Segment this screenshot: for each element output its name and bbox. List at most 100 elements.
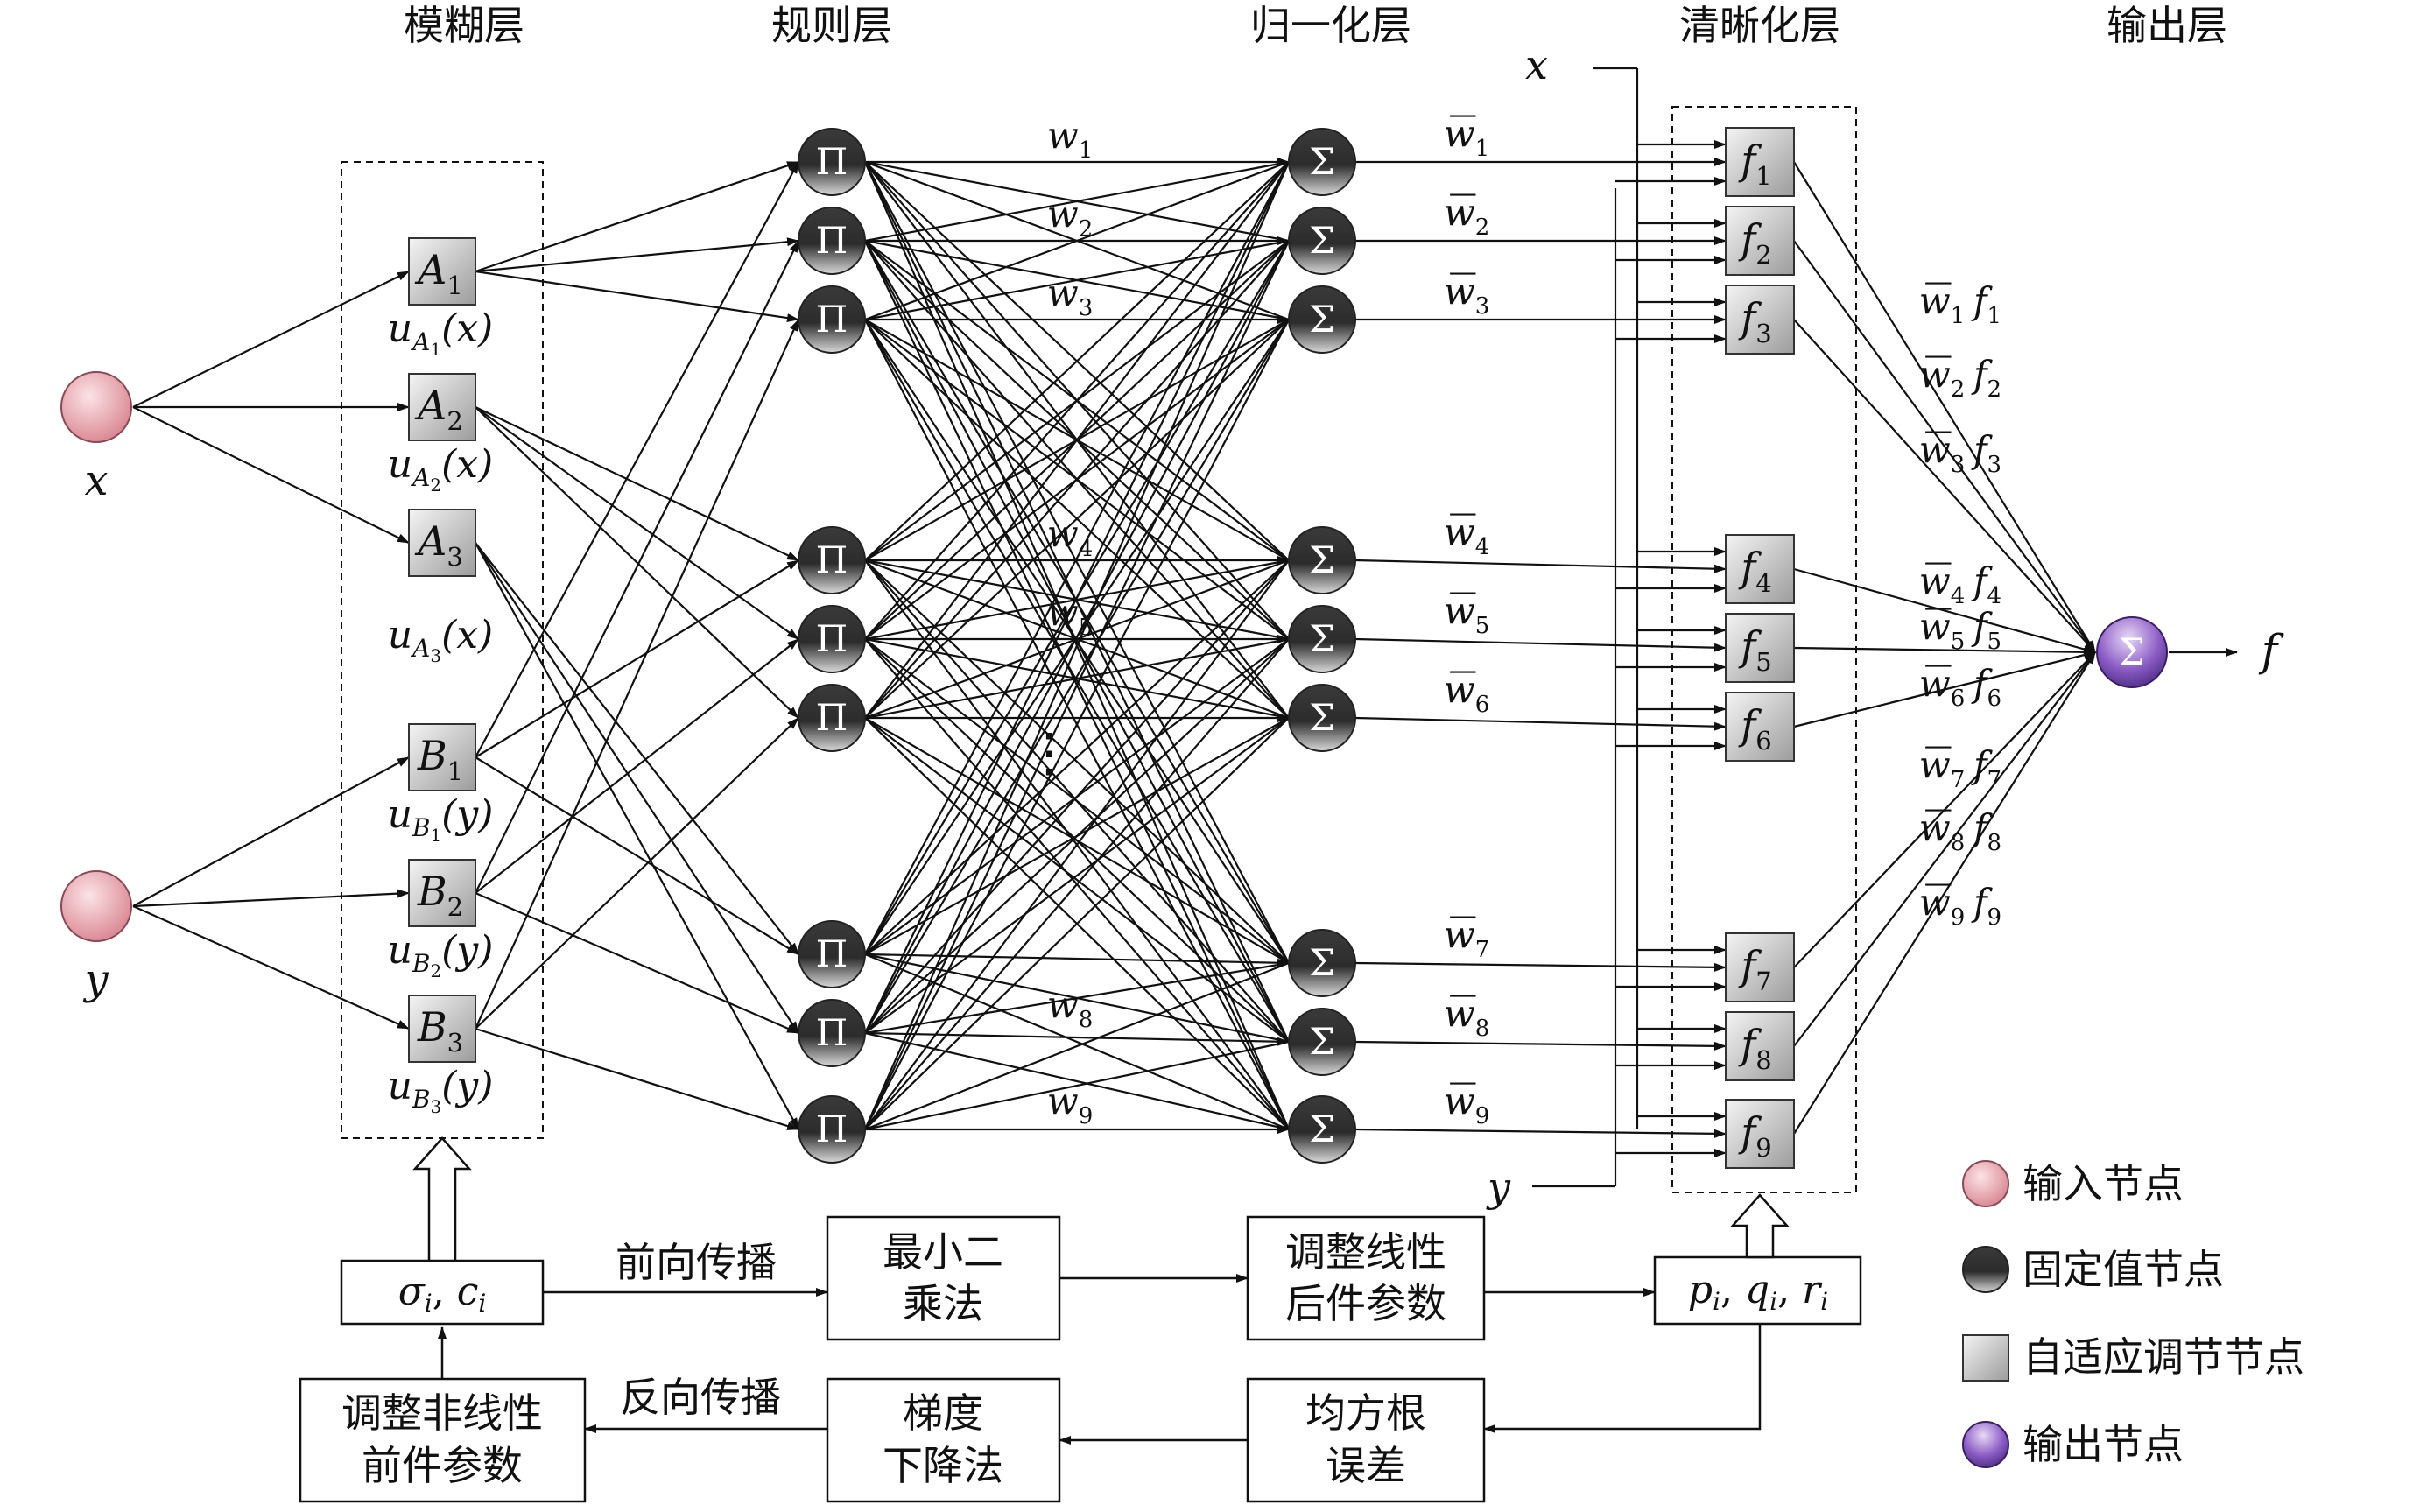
edge-rule6-to-norm7 [864,717,1290,964]
edge-rule1-to-norm7 [864,161,1290,964]
edge-rule5-to-norm7 [864,638,1290,964]
consequent-node-f6 [1725,692,1795,762]
edge-rule8-to-norm1 [864,161,1290,1034]
edge-B-to-rule6 [475,717,799,1030]
edge-B-to-rule1 [475,161,799,758]
edge-rule9-to-norm6 [864,717,1290,1130]
norm-weight-label-w7: w7 [1444,913,1490,963]
weight-label-w4: w4 [1047,512,1094,562]
membership-label-A1: uA1(x) [388,306,493,360]
edge-f8-to-output [1793,651,2096,1047]
fuzzy-node-B1 [408,723,476,791]
edge-x-to-A1 [132,271,410,408]
norm-node-6 [1288,684,1356,752]
rule-node-2 [798,207,866,275]
fuzzy-node-label-A2: A2 [414,382,463,436]
edge-A-to-rule3 [475,270,799,323]
membership-label-B2: uB2(y) [388,928,494,981]
membership-label-B3: uB3(y) [388,1064,494,1117]
norm-weight-label-w9: w9 [1444,1079,1490,1129]
weight-label-w1: w1 [1047,114,1094,164]
network-edges [132,67,2238,1188]
rmse-line-1: 均方根 [1305,1389,1426,1437]
weight-label-w3: w3 [1047,271,1094,321]
product-w9: w9 [1919,881,1966,931]
consequent-node-f4 [1725,534,1795,604]
rule-node-9 [798,1095,866,1164]
edge-rule3-to-norm7 [864,319,1290,964]
layer-title-fuzzy: 模糊层 [404,2,524,49]
edge-rule8-to-norm2 [864,240,1290,1034]
edge-rule9-to-norm2 [864,240,1290,1130]
fuzzy-node-B3 [408,995,476,1063]
input-label-x: x [84,456,108,505]
output-node [2096,616,2168,688]
rule-node-symbol-2: Π [816,219,848,262]
product-f6: f6 [1971,662,2001,712]
product-f4: f4 [1971,559,2001,609]
norm-node-4 [1288,526,1356,594]
edge-f3-to-output [1793,319,2096,653]
norm-weight-label-w4: w4 [1444,510,1490,560]
layer-title-rule: 规则层 [771,2,892,49]
weight-label-w2: w2 [1047,193,1094,243]
rule-node-symbol-4: Π [816,538,848,581]
edge-rule6-to-norm4 [864,559,1290,720]
legend-input-node: 输入节点 [2023,1160,2184,1207]
edge-y-to-B3 [132,904,410,1030]
edge-f5-to-output [1793,646,2096,657]
legend-fixed-node: 固定值节点 [2023,1246,2224,1293]
gradient-descent-box [826,1377,1061,1503]
fuzzy-node-A1 [408,237,476,306]
product-f7: f7 [1971,743,2001,793]
rule-ellipsis: ⋮ [1023,722,1075,784]
consequent-node-f2 [1725,206,1795,276]
rule-node-7 [798,920,866,988]
edge-rule2-to-norm1 [864,160,1290,243]
norm-node-symbol-5: Σ [1309,617,1335,660]
edge-rule8-to-norm4 [864,559,1290,1034]
norm-node-3 [1288,285,1356,354]
norm-node-9 [1288,1095,1356,1164]
edge-A-to-rule8 [475,542,799,1034]
premise-params-label: σi, ci [398,1269,487,1318]
norm-weight-label-w2: w2 [1444,191,1490,241]
consequent-node-f3 [1725,285,1795,355]
edge-norm4-to-f4 [1354,559,1727,573]
weight-label-w8: w8 [1047,983,1094,1033]
edge-rule8-to-norm8 [864,1031,1290,1046]
edge-rule6-to-norm8 [864,717,1290,1043]
edge-A-to-rule1 [475,160,799,273]
legend-pink-circle-icon [1962,1160,2009,1207]
edge-norm5-to-f5 [1354,637,1727,652]
weight-label-w5: w5 [1047,591,1094,641]
legend-purple-circle-icon [1962,1421,2009,1468]
fuzzy-node-B2 [408,859,476,927]
edge-rule6-to-norm1 [864,161,1290,719]
edge-rule6-to-norm5 [864,637,1290,720]
product-w6: w6 [1919,662,1966,712]
edge-rule2-to-norm7 [864,240,1290,964]
edge-rule3-to-norm1 [864,160,1290,321]
edge-A-to-rule9 [475,542,799,1130]
forward-label: 前向传播 [616,1239,777,1286]
edge-A-to-rule2 [475,237,799,273]
update-premise-arrow [412,1136,472,1262]
layer-title-output: 输出层 [2107,2,2227,49]
edge-B-to-rule5 [475,638,799,894]
rmse-line-2: 误差 [1326,1442,1406,1489]
edge-rule9-to-norm1 [863,161,1291,1130]
product-w4: w4 [1919,559,1966,609]
consequent-node-f8 [1725,1011,1795,1081]
fuzzy-node-label-B3: B3 [417,1003,463,1058]
rule-node-1 [798,128,866,196]
edge-rule4-to-norm1 [864,161,1290,561]
norm-weight-label-w3: w3 [1444,270,1490,320]
edge-B-to-rule7 [475,756,799,955]
